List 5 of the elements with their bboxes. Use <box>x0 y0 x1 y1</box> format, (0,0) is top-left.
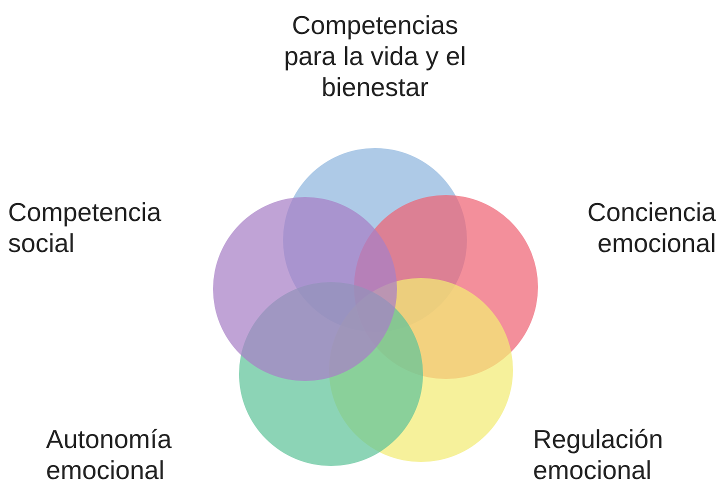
circle-label: Competencias para la vida y el bienestar <box>282 10 468 103</box>
circle-label: Conciencia emocional <box>586 197 716 259</box>
circle-label: Competencia social <box>8 197 162 259</box>
circle-label: Regulación emocional <box>533 424 664 482</box>
circle-label: Autonomía emocional <box>46 424 173 482</box>
